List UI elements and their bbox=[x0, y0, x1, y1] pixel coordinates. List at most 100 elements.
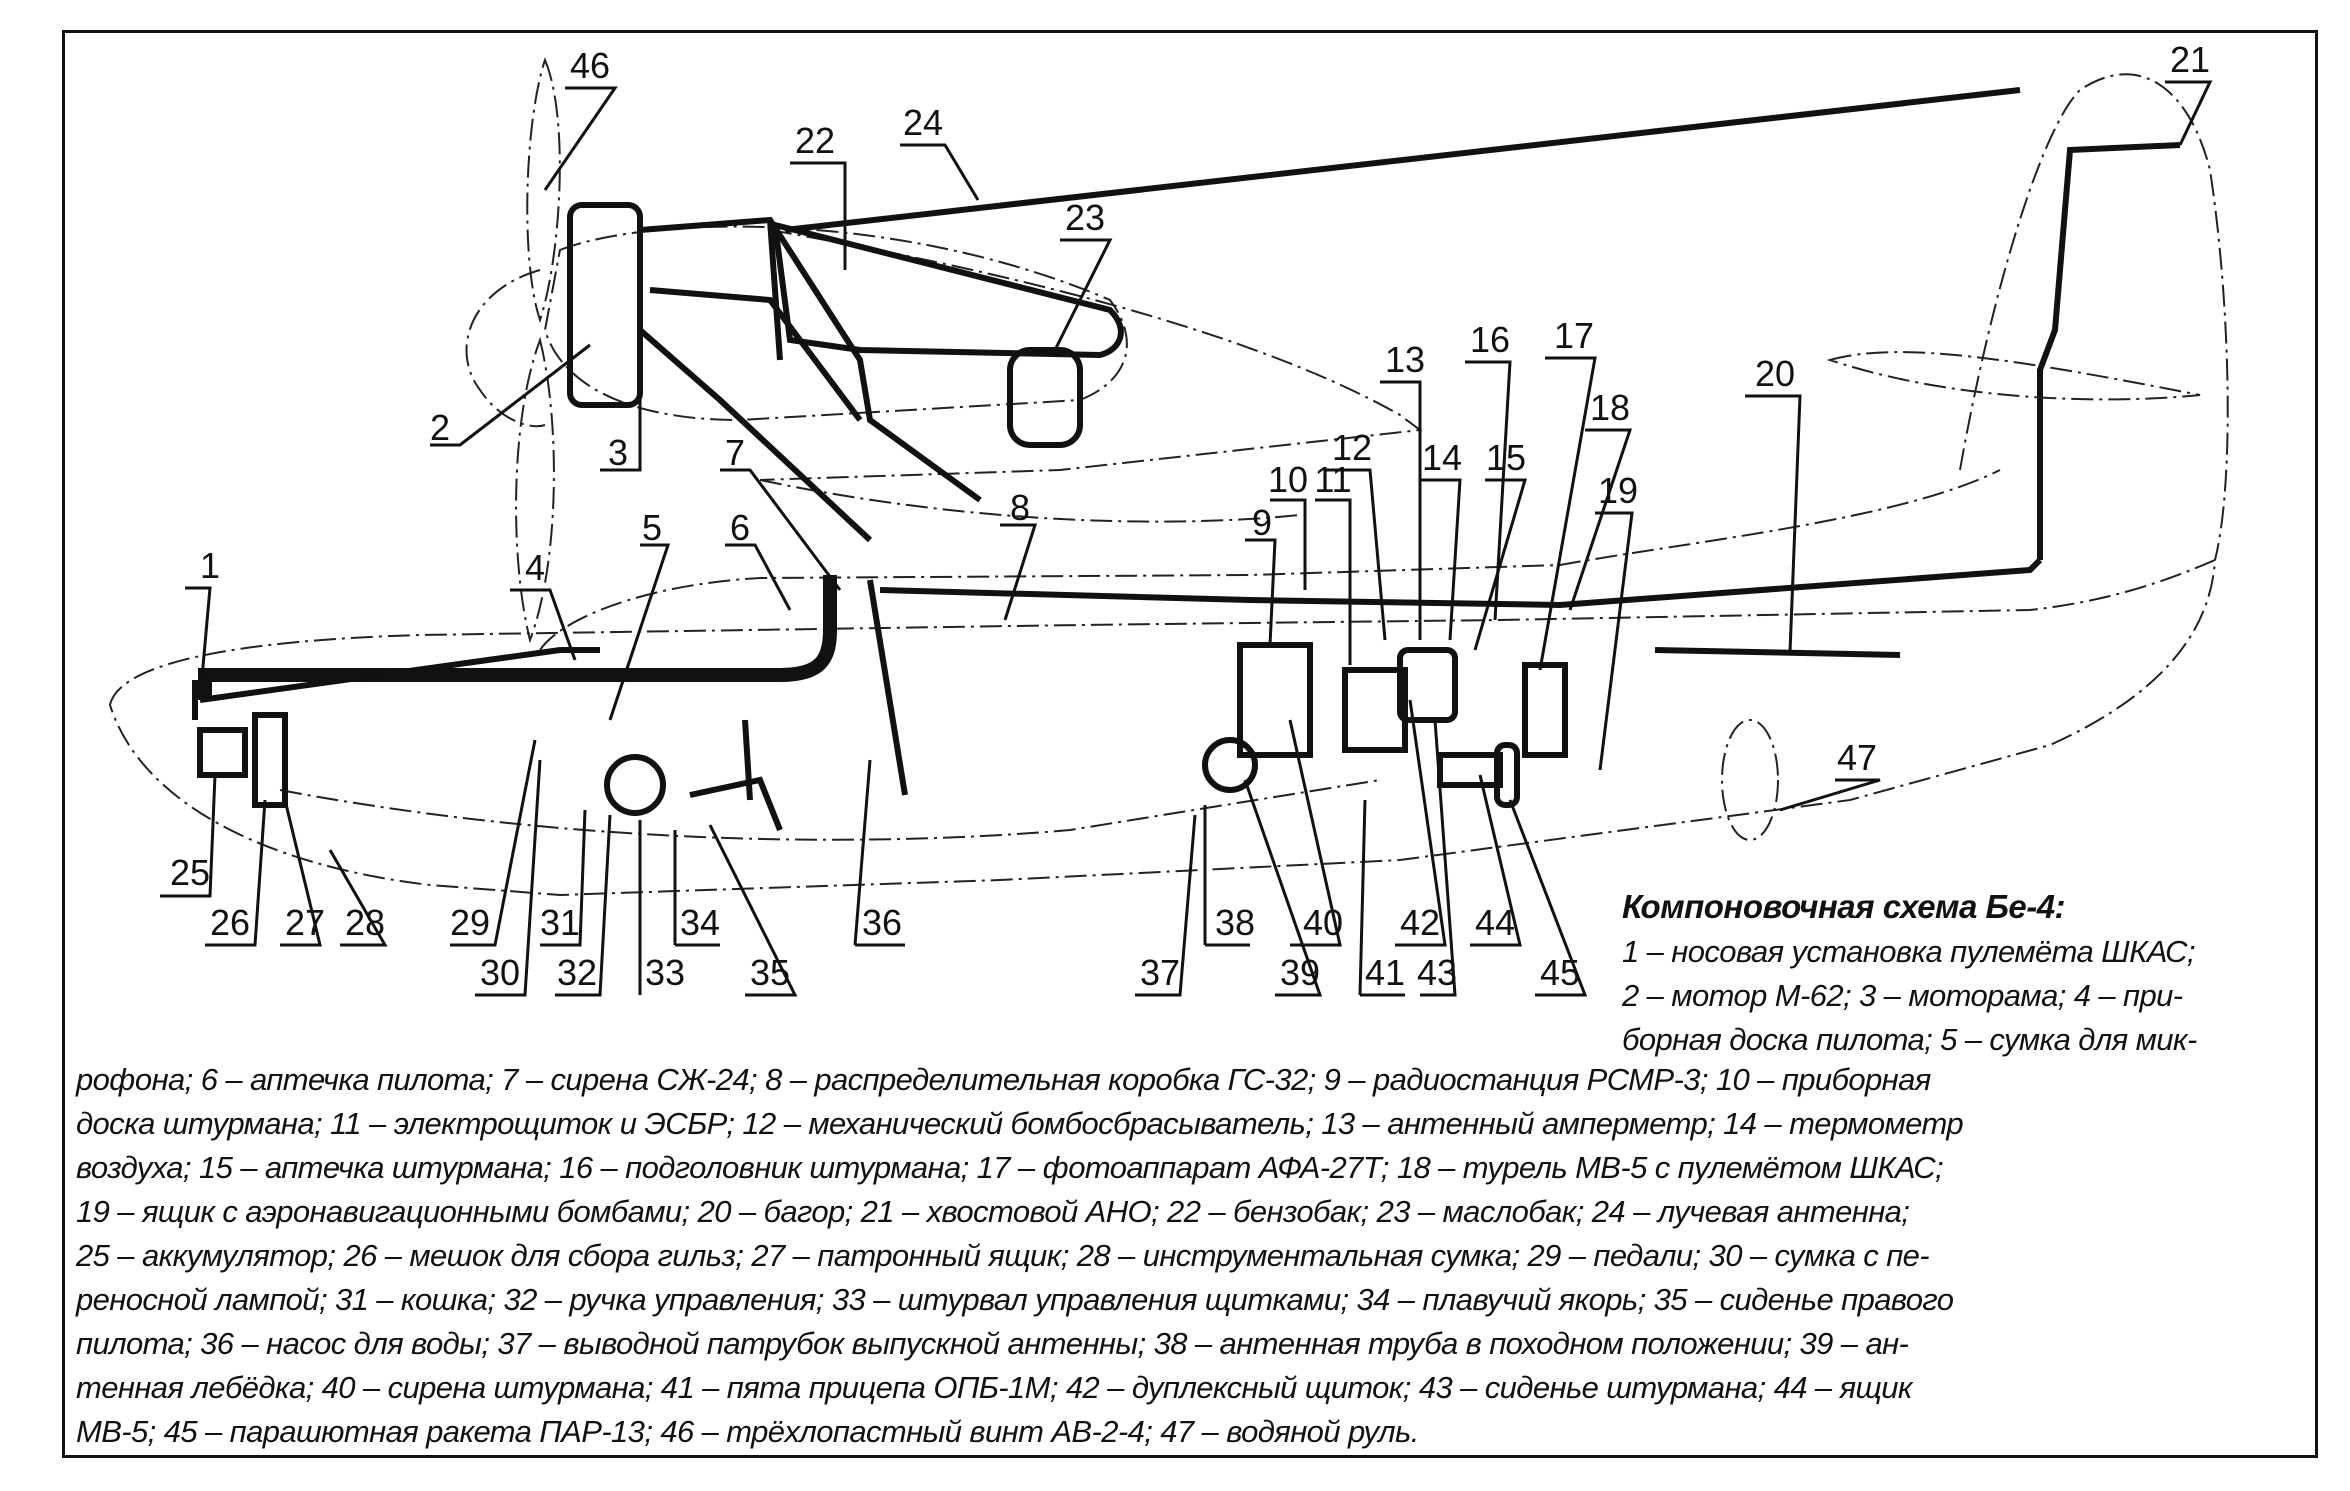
radio-station bbox=[1237, 642, 1313, 758]
callout-33: 33 bbox=[638, 820, 685, 995]
antenna-wire bbox=[784, 87, 2021, 233]
callout-36: 36 bbox=[853, 759, 905, 947]
fuel-tank bbox=[771, 221, 1124, 359]
callout-number: 12 bbox=[1332, 427, 1372, 468]
callout-number: 9 bbox=[1252, 502, 1272, 543]
callout-18: 18 bbox=[1568, 387, 1633, 611]
callout-number: 40 bbox=[1303, 902, 1343, 943]
callout-number: 25 bbox=[170, 852, 210, 893]
caption-line: 25 – аккумулятор; 26 – мешок для сбора г… bbox=[76, 1238, 1930, 1273]
callout-number: 44 bbox=[1475, 902, 1515, 943]
callout-23: 23 bbox=[1053, 197, 1113, 351]
battery-box bbox=[197, 727, 248, 778]
callout-22: 22 bbox=[790, 120, 847, 270]
flare-rocket bbox=[1494, 742, 1520, 808]
cockpit-structure bbox=[198, 575, 837, 700]
bow-gun-mount bbox=[192, 647, 600, 720]
callout-11: 11 bbox=[1314, 459, 1352, 665]
callout-15: 15 bbox=[1473, 437, 1528, 651]
callout-12: 12 bbox=[1325, 427, 1387, 641]
callout-number: 43 bbox=[1417, 952, 1457, 993]
callout-number: 47 bbox=[1837, 737, 1877, 778]
antenna-winch bbox=[1202, 737, 1258, 793]
caption-line: борная доска пилота; 5 – сумка для мик- bbox=[1622, 1022, 2197, 1057]
callout-number: 39 bbox=[1280, 952, 1320, 993]
callout-number: 2 bbox=[430, 407, 450, 448]
boat-hook bbox=[1654, 647, 1901, 658]
duplex-panel bbox=[1342, 667, 1408, 753]
callout-number: 27 bbox=[285, 902, 325, 943]
caption-body: рофона; 6 – аптечка пилота; 7 – сирена С… bbox=[76, 1058, 2308, 1454]
callout-28: 28 bbox=[328, 849, 388, 947]
oil-tank bbox=[1007, 347, 1083, 448]
caption-line: воздуха; 15 – аптечка штурмана; 16 – под… bbox=[76, 1150, 1944, 1185]
hull-outline bbox=[108, 558, 2217, 897]
ammo-box bbox=[252, 712, 288, 808]
engine-cylinder bbox=[567, 202, 643, 408]
caption-head: 1 – носовая установка пулемёта ШКАС; 2 –… bbox=[1622, 930, 2312, 1062]
callout-39: 39 bbox=[1243, 779, 1323, 997]
callout-38: 38 bbox=[1203, 805, 1255, 947]
callout-number: 35 bbox=[750, 952, 790, 993]
callout-number: 21 bbox=[2170, 39, 2210, 80]
pilot-seat bbox=[689, 719, 783, 832]
callout-6: 6 bbox=[725, 507, 792, 611]
callout-8: 8 bbox=[1000, 487, 1038, 621]
callout-31: 31 bbox=[540, 809, 587, 947]
engine-mount bbox=[638, 216, 982, 543]
callout-number: 28 bbox=[345, 902, 385, 943]
callout-34: 34 bbox=[673, 830, 720, 947]
callout-number: 16 bbox=[1470, 319, 1510, 360]
callout-4: 4 bbox=[510, 547, 577, 661]
callout-41: 41 bbox=[1358, 799, 1405, 997]
rear-cable bbox=[879, 557, 2043, 609]
callout-number: 33 bbox=[645, 952, 685, 993]
callout-number: 37 bbox=[1140, 952, 1180, 993]
callout-24: 24 bbox=[900, 102, 980, 201]
callout-number: 1 bbox=[200, 545, 220, 586]
caption-line: рофона; 6 – аптечка пилота; 7 – сирена С… bbox=[76, 1062, 1931, 1097]
callout-number: 34 bbox=[680, 902, 720, 943]
callout-number: 22 bbox=[795, 120, 835, 161]
water-rudder bbox=[1721, 719, 1779, 841]
pump-rod bbox=[867, 579, 908, 796]
callout-5: 5 bbox=[608, 507, 671, 721]
callout-number: 41 bbox=[1365, 952, 1405, 993]
callout-number: 5 bbox=[642, 507, 662, 548]
callout-10: 10 bbox=[1268, 459, 1308, 590]
callout-2: 2 bbox=[430, 343, 591, 448]
callout-number: 24 bbox=[903, 102, 943, 143]
callout-number: 13 bbox=[1385, 339, 1425, 380]
callout-number: 46 bbox=[570, 45, 610, 86]
callout-number: 20 bbox=[1755, 353, 1795, 394]
callout-number: 23 bbox=[1065, 197, 1105, 238]
callout-42: 42 bbox=[1395, 699, 1447, 947]
tail-lamp-wire bbox=[2037, 142, 2181, 560]
callout-number: 11 bbox=[1314, 459, 1351, 500]
callout-number: 17 bbox=[1554, 315, 1594, 356]
callout-16: 16 bbox=[1465, 319, 1512, 621]
caption-line: МВ-5; 45 – парашютная ракета ПАР-13; 46 … bbox=[76, 1414, 1419, 1449]
spinner bbox=[465, 269, 546, 428]
callout-14: 14 bbox=[1420, 437, 1462, 641]
callout-number: 32 bbox=[557, 952, 597, 993]
callout-number: 38 bbox=[1215, 902, 1255, 943]
callout-number: 10 bbox=[1268, 459, 1308, 500]
callout-number: 26 bbox=[210, 902, 250, 943]
callout-27: 27 bbox=[280, 799, 325, 947]
callout-3: 3 bbox=[600, 350, 642, 473]
caption-line: 2 – мотор М-62; 3 – моторама; 4 – при- bbox=[1622, 978, 2183, 1013]
callout-number: 45 bbox=[1540, 952, 1580, 993]
callout-number: 30 bbox=[480, 952, 520, 993]
callout-21: 21 bbox=[2165, 39, 2213, 146]
callout-1: 1 bbox=[185, 545, 220, 701]
callout-29: 29 bbox=[450, 739, 537, 947]
propeller-blade-lower bbox=[515, 336, 555, 644]
callout-19: 19 bbox=[1595, 470, 1638, 771]
caption-line: 1 – носовая установка пулемёта ШКАС; bbox=[1622, 934, 2196, 969]
flap-handwheel bbox=[604, 754, 666, 816]
callout-number: 19 bbox=[1598, 470, 1638, 511]
